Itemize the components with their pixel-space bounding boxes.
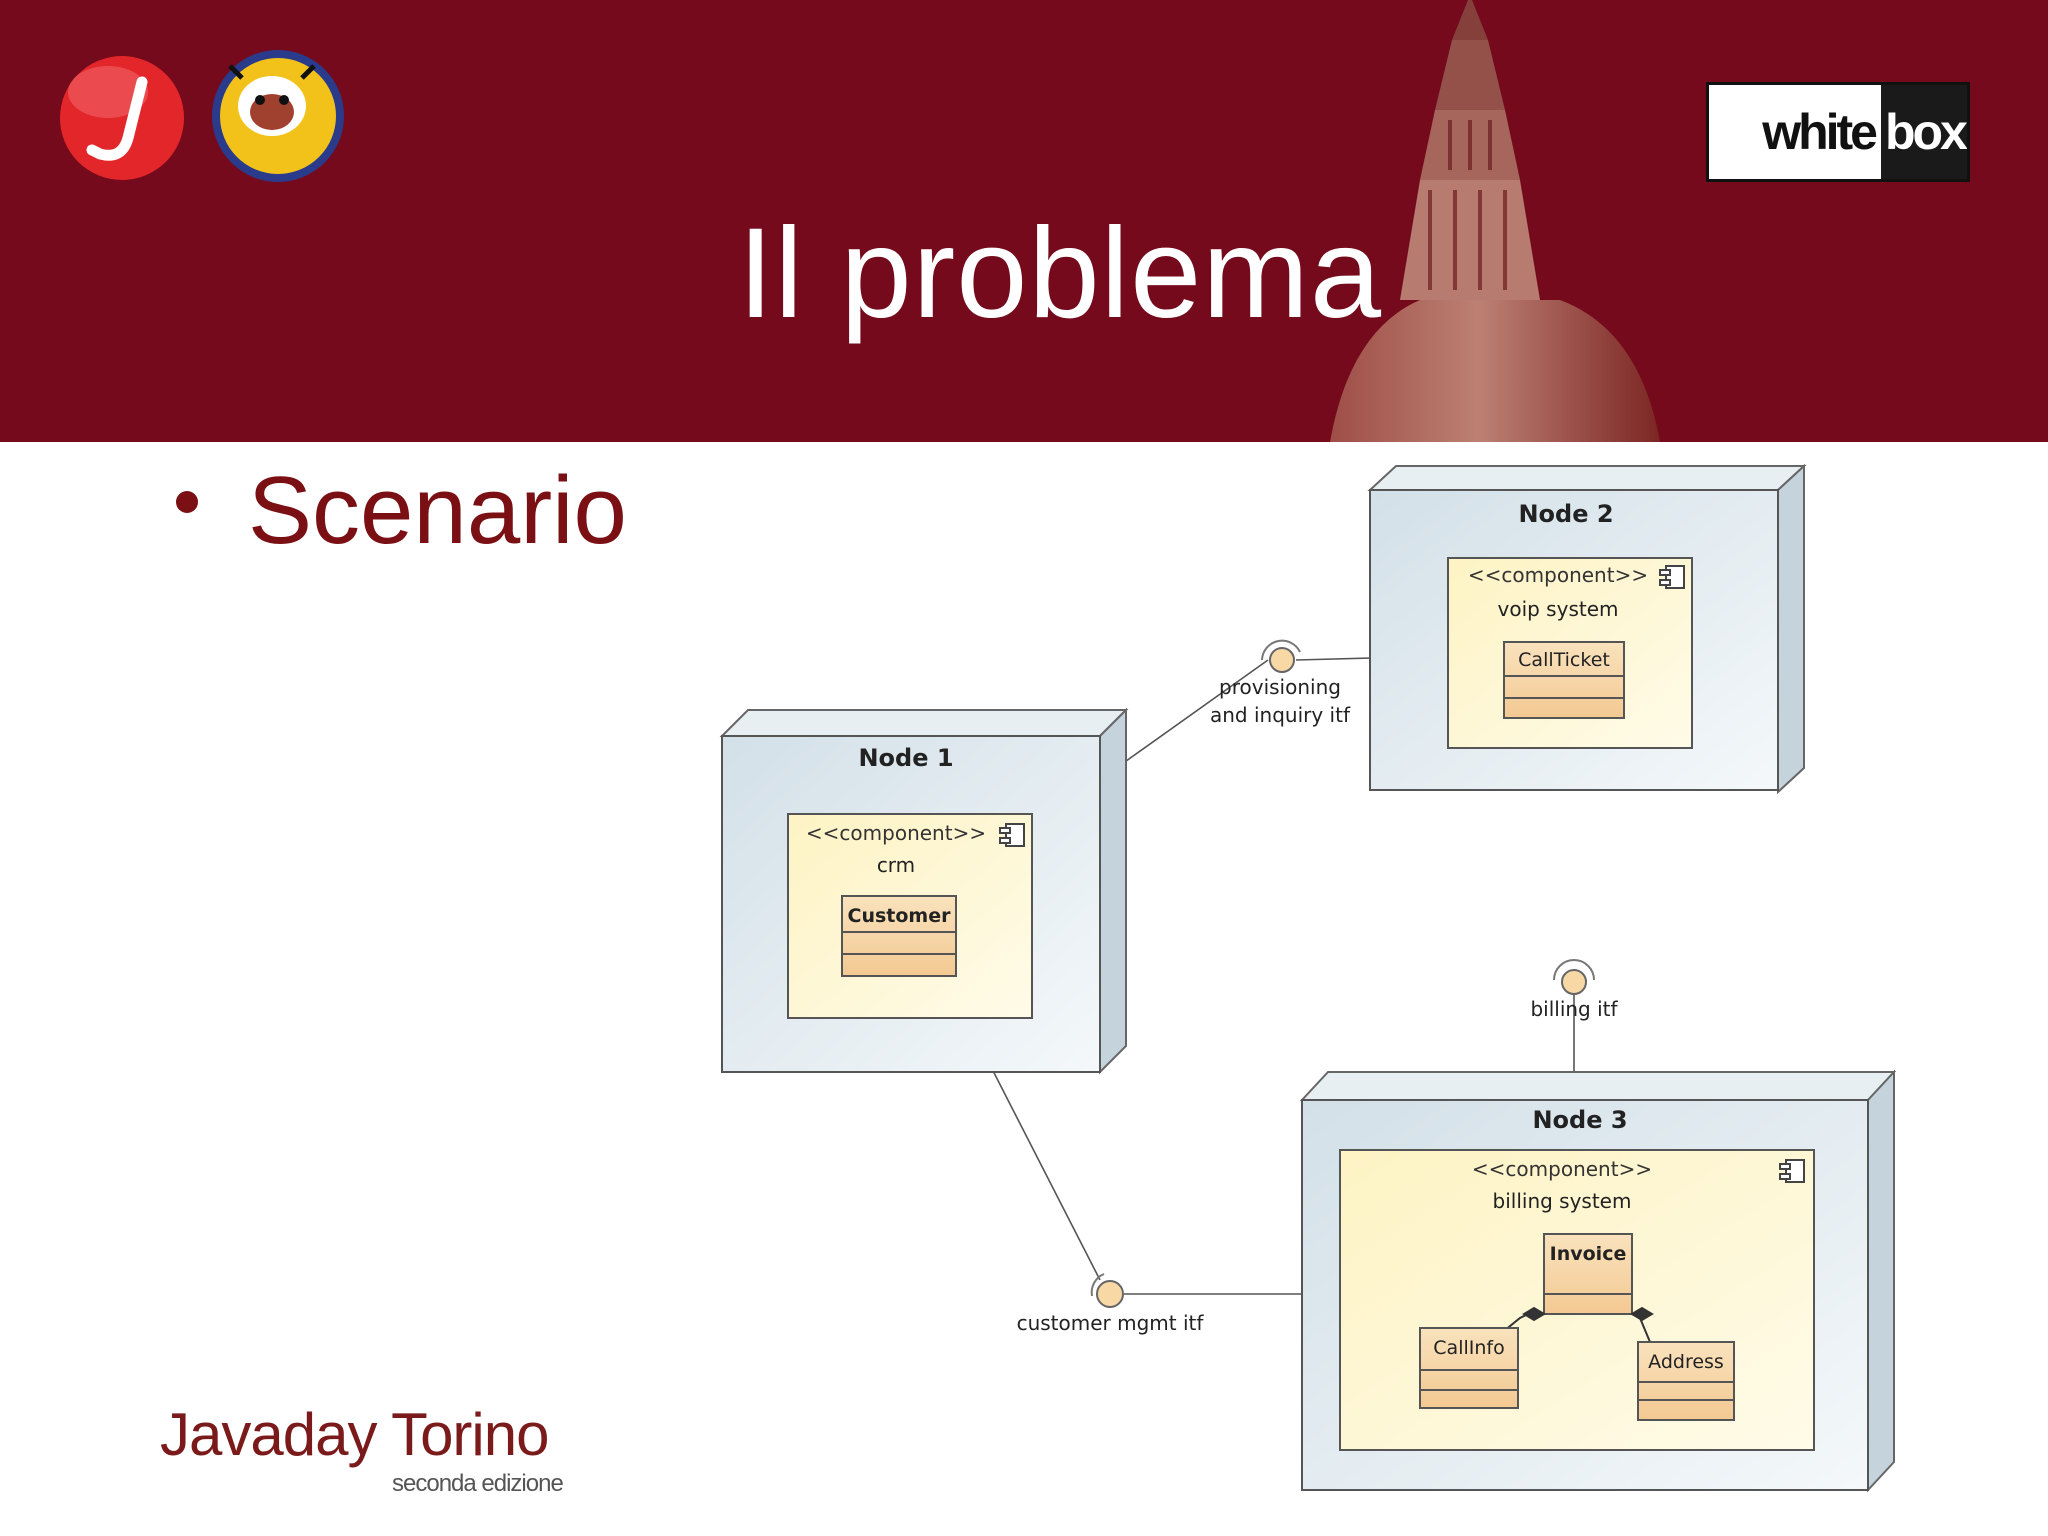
bullet-dot bbox=[176, 491, 198, 513]
component-icon bbox=[999, 823, 1025, 847]
interface-provisioning-label-1: provisioning bbox=[1219, 675, 1341, 699]
class-callinfo-label: CallInfo bbox=[1433, 1337, 1504, 1359]
class-customer: Customer bbox=[841, 895, 957, 977]
whitebox-sponsor-logo: white box bbox=[1706, 82, 1970, 182]
class-callticket-label: CallTicket bbox=[1518, 649, 1610, 671]
component-crm-stereotype: <<component>> bbox=[806, 821, 986, 845]
class-invoice: Invoice bbox=[1543, 1233, 1633, 1315]
slide-title: Il problema bbox=[737, 202, 1383, 345]
component-voip-name: voip system bbox=[1498, 597, 1619, 621]
interface-customer-mgmt-label: customer mgmt itf bbox=[1017, 1311, 1205, 1335]
j-logo-icon bbox=[60, 56, 184, 180]
component-icon bbox=[1779, 1159, 1805, 1183]
interface-lollipop-icon bbox=[1096, 1280, 1124, 1308]
component-crm-name: crm bbox=[877, 853, 915, 877]
class-callinfo: CallInfo bbox=[1419, 1327, 1519, 1409]
interface-customer-mgmt: customer mgmt itf bbox=[1017, 1273, 1205, 1335]
component-voip: <<component>> voip system CallTicket bbox=[1447, 557, 1693, 749]
footer-title: Javaday Torino bbox=[160, 1401, 549, 1468]
whitebox-logo-box: box bbox=[1881, 85, 1967, 179]
component-voip-stereotype: <<component>> bbox=[1468, 563, 1648, 587]
footer-subtitle: seconda edizione bbox=[392, 1470, 564, 1497]
node-3-label: Node 3 bbox=[1532, 1106, 1627, 1134]
class-invoice-label: Invoice bbox=[1550, 1243, 1627, 1265]
bullet-text: Scenario bbox=[248, 457, 627, 564]
interface-provisioning-label-2: and inquiry itf bbox=[1210, 703, 1351, 727]
interface-billing-label: billing itf bbox=[1530, 997, 1618, 1021]
node-2-label: Node 2 bbox=[1518, 500, 1613, 528]
node-1: Node 1 <<component>> crm Customer bbox=[719, 707, 1129, 1075]
bullet-item: Scenario bbox=[176, 456, 627, 566]
node-3: Node 3 <<component>> billing system Invo… bbox=[1299, 1069, 1897, 1493]
interface-lollipop-icon bbox=[1269, 647, 1295, 673]
class-address: Address bbox=[1637, 1341, 1735, 1421]
javaday-torino-logo: Javaday Torino seconda edizione bbox=[160, 1400, 564, 1497]
component-icon bbox=[1659, 565, 1685, 589]
component-billing-stereotype: <<component>> bbox=[1472, 1157, 1652, 1181]
mole-antonelliana-image bbox=[1330, 0, 1660, 442]
class-address-label: Address bbox=[1648, 1351, 1724, 1373]
class-callticket: CallTicket bbox=[1503, 641, 1625, 719]
jug-torino-logo-icon bbox=[212, 50, 344, 182]
interface-billing: billing itf bbox=[1530, 959, 1619, 1021]
component-crm: <<component>> crm Customer bbox=[787, 813, 1033, 1019]
node-2: Node 2 <<component>> voip system CallTic… bbox=[1367, 463, 1807, 795]
component-billing-name: billing system bbox=[1493, 1189, 1632, 1213]
node-1-label: Node 1 bbox=[858, 744, 953, 772]
composition-associations bbox=[1477, 1306, 1654, 1353]
component-billing: <<component>> billing system Invoice bbox=[1339, 1149, 1815, 1451]
slide-header: white box Il problema bbox=[0, 0, 2048, 442]
whitebox-logo-white: white bbox=[1709, 85, 1881, 179]
class-customer-label: Customer bbox=[848, 905, 952, 927]
interface-provisioning: provisioning and inquiry itf bbox=[1210, 639, 1351, 727]
interface-lollipop-icon bbox=[1561, 969, 1587, 995]
